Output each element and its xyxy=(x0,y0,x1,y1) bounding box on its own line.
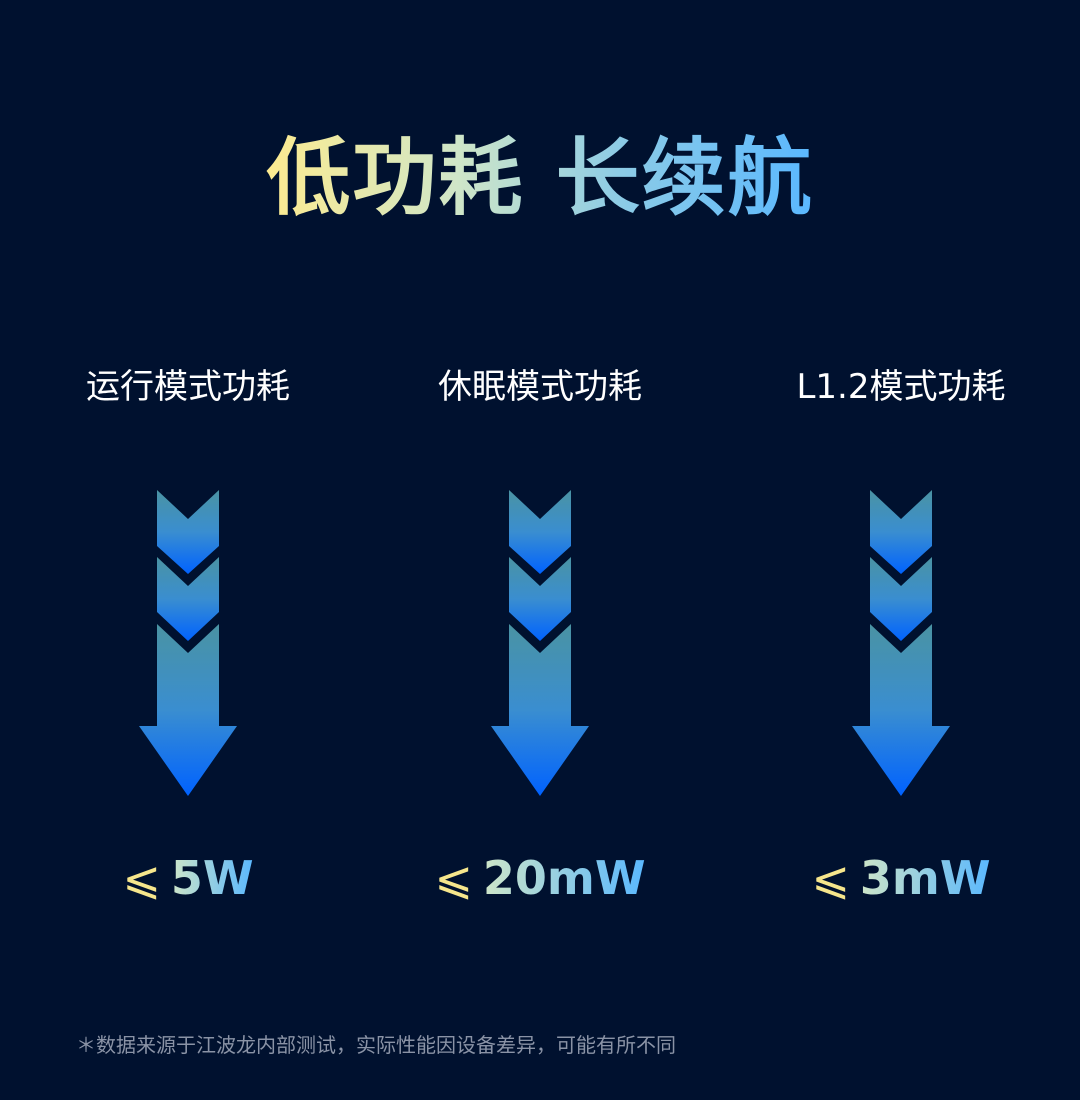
mode-column-sleep: 休眠模式功耗 ⩽20mW xyxy=(360,0,720,1100)
headline-text: 低功耗 长续航 xyxy=(266,129,814,227)
arrow-down-icon xyxy=(139,490,237,796)
mode-column-running: 运行模式功耗 ⩽5W xyxy=(8,0,368,1100)
power-value: ⩽3mW xyxy=(721,848,1080,908)
power-value-number: 3mW xyxy=(859,851,991,905)
power-value: ⩽5W xyxy=(8,848,368,908)
less-equal-symbol: ⩽ xyxy=(122,851,161,905)
mode-label: 休眠模式功耗 xyxy=(438,367,642,407)
mode-column-l12: L1.2模式功耗 ⩽3mW xyxy=(721,0,1080,1100)
less-equal-symbol: ⩽ xyxy=(434,851,473,905)
mode-label: 运行模式功耗 xyxy=(86,367,290,407)
headline: 低功耗 长续航 xyxy=(0,128,1080,228)
power-value-number: 5W xyxy=(170,851,254,905)
mode-label: L1.2模式功耗 xyxy=(796,367,1006,407)
arrow-down-icon xyxy=(852,490,950,796)
footnote: ＊数据来源于江波龙内部测试，实际性能因设备差异，可能有所不同 xyxy=(76,1033,676,1057)
power-value-number: 20mW xyxy=(482,851,646,905)
power-value: ⩽20mW xyxy=(360,848,720,908)
less-equal-symbol: ⩽ xyxy=(811,851,850,905)
arrow-down-icon xyxy=(491,490,589,796)
